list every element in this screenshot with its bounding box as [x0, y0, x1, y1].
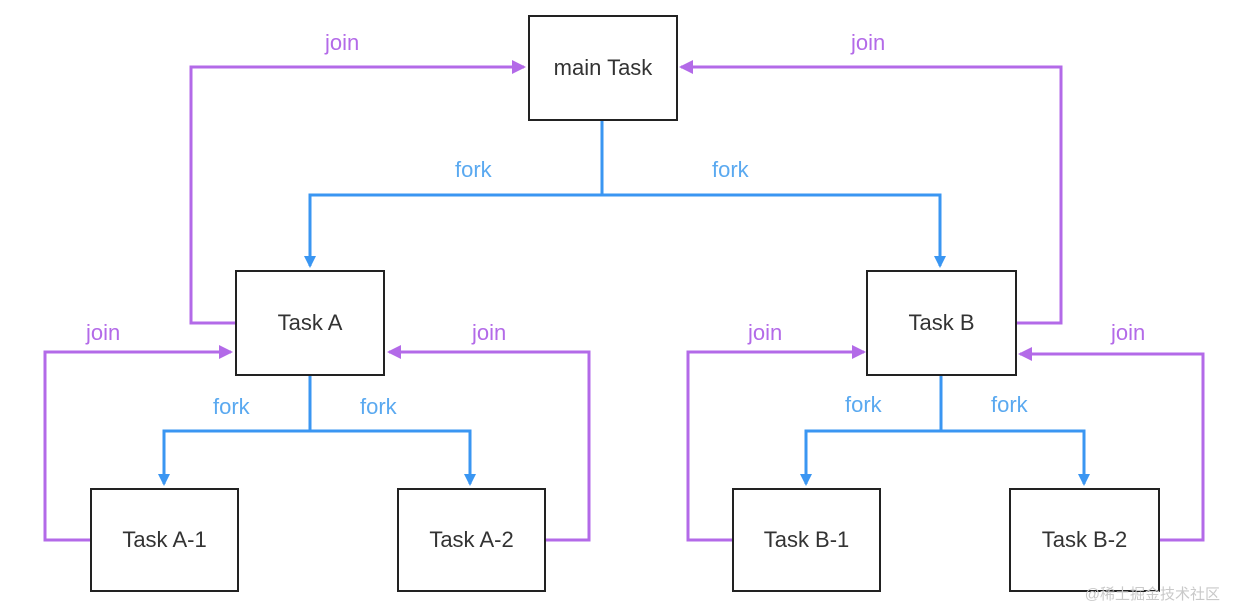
fork-label-a-to-a2: fork — [360, 394, 397, 419]
join-label-a1-to-a: join — [86, 320, 121, 345]
node-task-b-2-label: Task B-2 — [1041, 527, 1128, 552]
join-label-b-to-main: join — [851, 30, 886, 55]
fork-edge-main-to-a — [304, 120, 604, 268]
node-task-a-1: Task A-1 — [90, 488, 239, 592]
node-task-a-2-label: Task A-2 — [429, 527, 514, 552]
fork-label-b-to-b2: fork — [991, 392, 1028, 417]
watermark: @稀土掘金技术社区 — [1084, 586, 1220, 603]
join-label-a-to-main: join — [325, 30, 360, 55]
fork-edge-b-to-b2 — [941, 429, 1090, 486]
join-edge-b-to-main — [679, 60, 1063, 325]
node-task-a-2: Task A-2 — [397, 488, 546, 592]
node-task-b-1-label: Task B-1 — [763, 527, 850, 552]
join-label-b2-to-b: join — [1111, 320, 1146, 345]
fork-edge-b-to-b1 — [800, 375, 943, 486]
fork-label-main-to-a: fork — [455, 157, 492, 182]
join-edge-b1-to-b — [686, 345, 866, 542]
fork-edge-a-to-a1 — [158, 375, 312, 486]
fork-label-b-to-b1: fork — [845, 392, 882, 417]
node-task-b-label: Task B — [908, 310, 975, 335]
join-label-b1-to-b: join — [748, 320, 783, 345]
join-edge-a-to-main — [189, 60, 526, 325]
fork-edge-main-to-b — [602, 193, 946, 268]
node-task-b-1: Task B-1 — [732, 488, 881, 592]
join-label-a2-to-a: join — [472, 320, 507, 345]
join-edge-a1-to-a — [43, 345, 233, 542]
fork-label-a-to-a1: fork — [213, 394, 250, 419]
node-task-a-1-label: Task A-1 — [122, 527, 207, 552]
join-edge-a2-to-a — [387, 345, 591, 542]
node-main-task: main Task — [528, 15, 678, 121]
node-task-b: Task B — [866, 270, 1017, 376]
join-edge-b2-to-b — [1018, 347, 1205, 542]
node-task-b-2: Task B-2 — [1009, 488, 1160, 592]
node-task-a: Task A — [235, 270, 385, 376]
node-main-task-label: main Task — [553, 55, 653, 80]
node-task-a-label: Task A — [277, 310, 343, 335]
fork-label-main-to-b: fork — [712, 157, 749, 182]
fork-edge-a-to-a2 — [310, 429, 476, 486]
